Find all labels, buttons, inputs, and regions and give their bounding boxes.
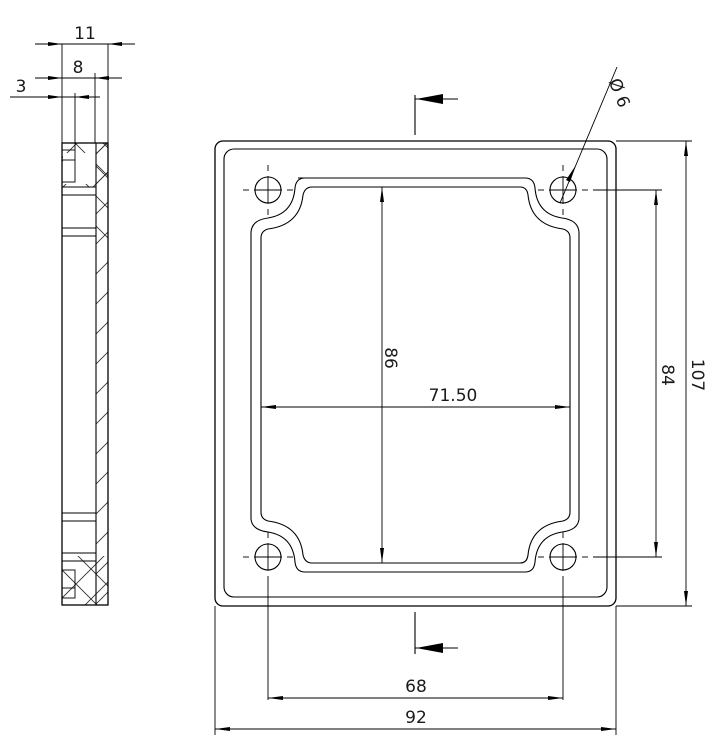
dim-hole-spacing-y: 84 bbox=[657, 364, 677, 386]
dim-overall-thickness: 11 bbox=[74, 24, 96, 44]
dim-opening-width: 71.50 bbox=[429, 386, 478, 406]
dim-overall-width: 92 bbox=[405, 708, 427, 728]
dim-opening-height: 86 bbox=[380, 347, 400, 369]
section-arrow-bottom bbox=[414, 612, 458, 654]
mounting-hole-top-right bbox=[538, 165, 588, 215]
section-arrow-top bbox=[414, 94, 458, 135]
dim-hole-spacing-x: 68 bbox=[405, 677, 427, 697]
plate-inner-outline bbox=[223, 148, 608, 598]
mounting-hole-bottom-right bbox=[538, 532, 588, 700]
leader-arrow bbox=[566, 165, 576, 182]
dim-groove-depth: 8 bbox=[73, 58, 84, 78]
front-view: Ø 6 92 68 107 bbox=[214, 66, 707, 735]
plate-outline bbox=[214, 140, 617, 607]
groove-outer bbox=[250, 177, 580, 573]
dim-step: 3 bbox=[16, 77, 27, 97]
dim-overall-height: 107 bbox=[687, 359, 707, 391]
side-view: 11 8 3 bbox=[10, 24, 135, 606]
groove-inner bbox=[260, 186, 571, 564]
dim-hole-diameter: Ø 6 bbox=[604, 76, 634, 111]
mounting-hole-bottom-left bbox=[243, 532, 293, 700]
mounting-hole-top-left bbox=[243, 165, 293, 215]
